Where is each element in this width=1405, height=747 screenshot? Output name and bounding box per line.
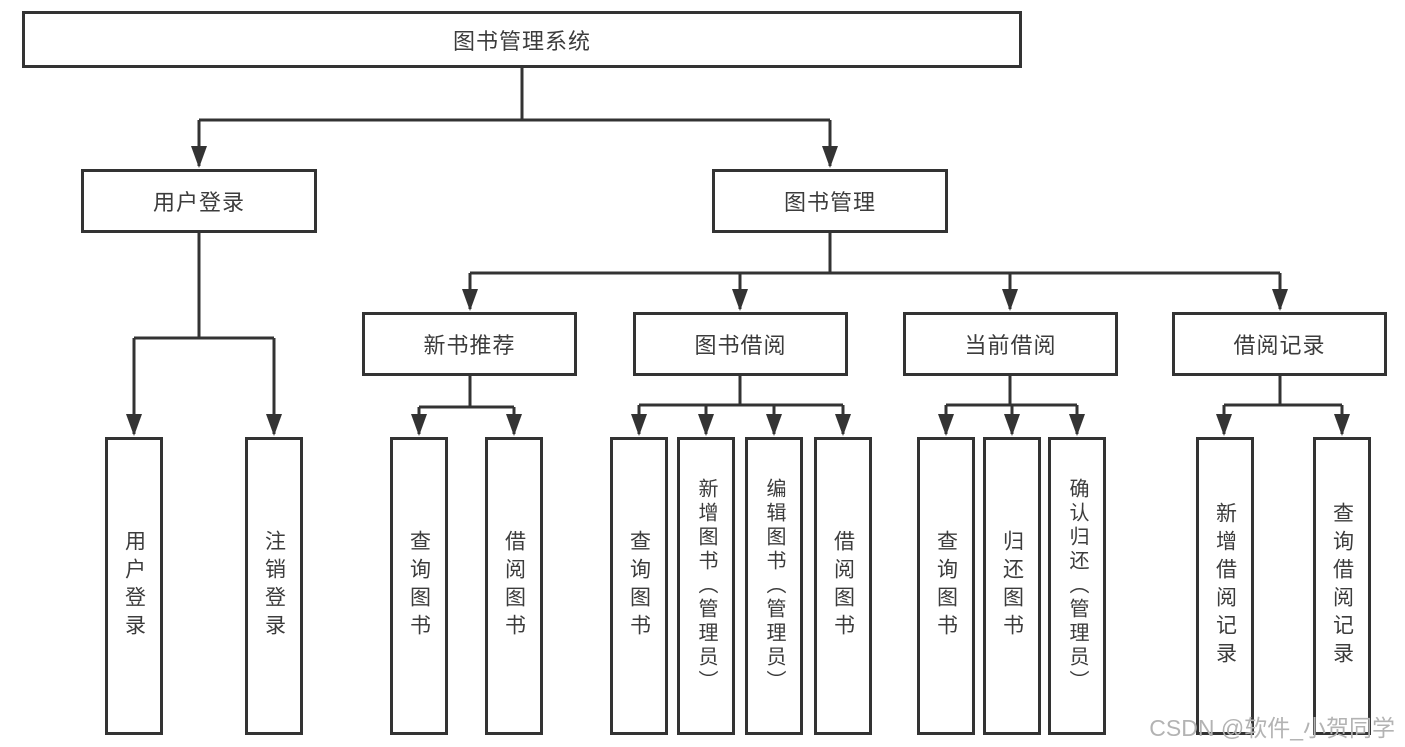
node-new-book-recommend-label: 新书推荐 [423, 333, 516, 358]
leaf-borrow-books-recommend-label: 借阅图书 [502, 530, 526, 642]
leaf-logout-login: 注销登录 [245, 437, 303, 735]
watermark: CSDN @软件_小贺同学 [1149, 715, 1395, 741]
arrowhead-icon [191, 146, 207, 168]
node-new-book-recommend: 新书推荐 [362, 312, 577, 376]
leaf-edit-books-admin: 编辑图书（管理员） [745, 437, 803, 735]
arrowhead-icon [698, 414, 714, 436]
leaf-add-books-admin-label: 新增图书（管理员） [695, 478, 717, 694]
arrowhead-icon [1002, 289, 1018, 311]
leaf-edit-books-admin-label: 编辑图书（管理员） [763, 478, 785, 694]
leaf-confirm-return-admin-label: 确认归还（管理员） [1066, 478, 1088, 694]
leaf-query-books-recommend: 查询图书 [390, 437, 448, 735]
leaf-borrow-books-recommend: 借阅图书 [485, 437, 543, 735]
arrowhead-icon [1216, 414, 1232, 436]
leaf-add-borrow-record: 新增借阅记录 [1196, 437, 1254, 735]
node-user-login-label: 用户登录 [152, 190, 245, 215]
leaf-borrow-books-borrowing-label: 借阅图书 [831, 530, 855, 642]
leaf-query-borrow-record-label: 查询借阅记录 [1330, 502, 1354, 670]
node-book-borrowing-label: 图书借阅 [694, 333, 787, 358]
leaf-query-books-recommend-label: 查询图书 [407, 530, 431, 642]
arrowhead-icon [822, 146, 838, 168]
node-book-management: 图书管理 [712, 169, 948, 233]
arrowhead-icon [411, 414, 427, 436]
leaf-add-books-admin: 新增图书（管理员） [677, 437, 735, 735]
node-book-management-label: 图书管理 [783, 190, 876, 215]
arrowhead-icon [766, 414, 782, 436]
node-root: 图书管理系统 [22, 11, 1022, 68]
arrowhead-icon [835, 414, 851, 436]
node-current-borrowing-label: 当前借阅 [964, 333, 1057, 358]
leaf-borrow-books-borrowing: 借阅图书 [814, 437, 872, 735]
arrowhead-icon [506, 414, 522, 436]
arrowhead-icon [631, 414, 647, 436]
arrowhead-icon [462, 289, 478, 311]
arrowhead-icon [126, 414, 142, 436]
arrowhead-icon [1334, 414, 1350, 436]
leaf-user-login: 用户登录 [105, 437, 163, 735]
leaf-query-borrow-record: 查询借阅记录 [1313, 437, 1371, 735]
leaf-query-books-borrowing: 查询图书 [610, 437, 668, 735]
arrowhead-icon [1004, 414, 1020, 436]
leaf-query-books-borrowing-label: 查询图书 [627, 530, 651, 642]
node-borrowing-records: 借阅记录 [1172, 312, 1387, 376]
node-user-login: 用户登录 [81, 169, 317, 233]
leaf-logout-login-label: 注销登录 [262, 530, 286, 642]
node-root-label: 图书管理系统 [452, 28, 591, 54]
arrowhead-icon [938, 414, 954, 436]
arrowhead-icon [1272, 289, 1288, 311]
leaf-query-books-current-label: 查询图书 [934, 530, 958, 642]
node-book-borrowing: 图书借阅 [633, 312, 848, 376]
leaf-return-books: 归还图书 [983, 437, 1041, 735]
node-current-borrowing: 当前借阅 [903, 312, 1118, 376]
arrowhead-icon [732, 289, 748, 311]
leaf-add-borrow-record-label: 新增借阅记录 [1213, 502, 1237, 670]
leaf-query-books-current: 查询图书 [917, 437, 975, 735]
leaf-return-books-label: 归还图书 [1000, 530, 1024, 642]
arrowhead-icon [1069, 414, 1085, 436]
arrowhead-icon [266, 414, 282, 436]
leaf-confirm-return-admin: 确认归还（管理员） [1048, 437, 1106, 735]
node-borrowing-records-label: 借阅记录 [1233, 333, 1326, 358]
leaf-user-login-label: 用户登录 [122, 530, 146, 642]
